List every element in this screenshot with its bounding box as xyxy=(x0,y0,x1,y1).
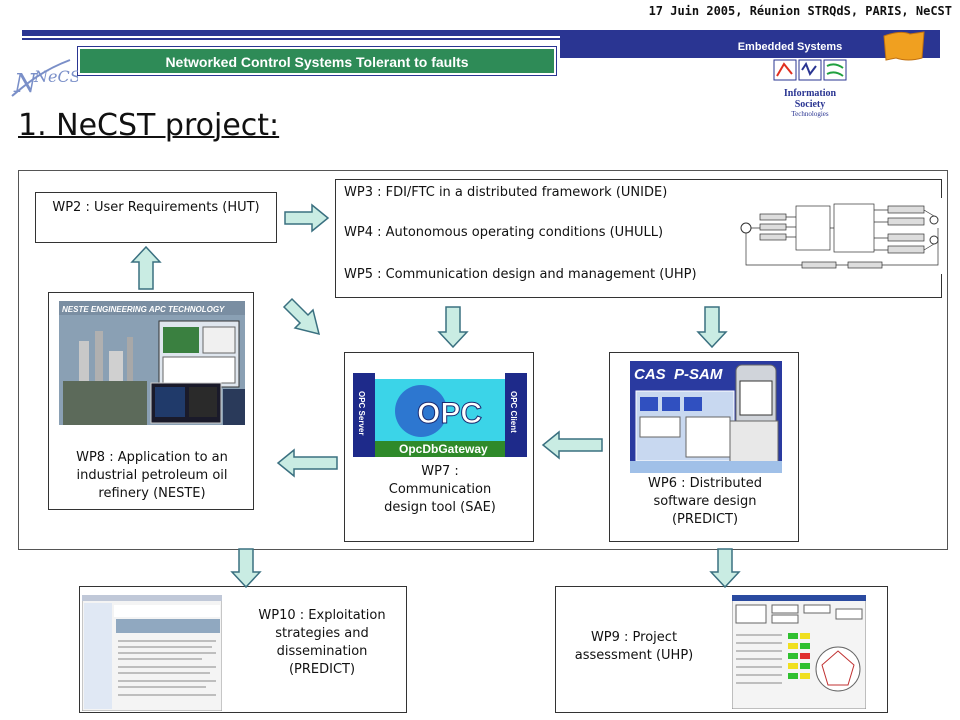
wp10-line-1: WP10 : Exploitation xyxy=(258,608,386,623)
ist-logo: Information Society Technologies xyxy=(770,58,850,118)
arrow-diagonal-to-wp7 xyxy=(282,297,321,336)
wp6-line-3: (PREDICT) xyxy=(671,512,739,527)
header-band xyxy=(22,30,940,36)
project-title-bar: Networked Control Systems Tolerant to fa… xyxy=(77,46,557,76)
wp9-line-2: assessment (UHP) xyxy=(574,648,694,663)
wp8-label: WP8 : Application to an industrial petro… xyxy=(49,449,255,503)
wp6-line-1: WP6 : Distributed xyxy=(648,476,762,491)
header-thin-band xyxy=(22,38,562,40)
wp7-line-3: design tool (SAE) xyxy=(384,500,496,515)
arrow-right-wp2-to-wp3 xyxy=(284,203,330,233)
arrow-down-to-wp10 xyxy=(230,548,262,588)
wp7-box: OPC Server OPC Client OPC OpcDbGateway W… xyxy=(344,352,534,542)
refinery-image: NESTE ENGINEERING APC TECHNOLOGY xyxy=(59,301,245,425)
svg-text:OPC: OPC xyxy=(417,397,482,430)
arrow-left-wp6-to-wp7 xyxy=(541,430,603,460)
wp8-box: NESTE ENGINEERING APC TECHNOLOGY WP8 : A… xyxy=(48,292,254,510)
arrow-left-wp7-to-wp8 xyxy=(276,448,338,478)
eu-flag-icon xyxy=(883,31,925,61)
ist-logo-text: Information Society xyxy=(783,88,837,110)
wp8-line-2: industrial petroleum oil xyxy=(76,468,228,483)
header-right-band xyxy=(560,36,940,58)
wp10-box: WP10 : Exploitation strategies and disse… xyxy=(79,586,407,713)
website-screenshot-image xyxy=(82,595,222,711)
wp3-label: WP3 : FDI/FTC in a distributed framework… xyxy=(344,185,668,200)
svg-text:NeCST: NeCST xyxy=(33,67,78,86)
arrow-up-wp8-to-wp2 xyxy=(130,246,162,290)
wp7-line-2: Communication xyxy=(388,482,492,497)
wp6-line-2: software design xyxy=(653,494,757,509)
arrow-down-wp345-to-wp6 xyxy=(696,306,728,348)
arrow-down-wp345-to-wp7 xyxy=(437,306,469,348)
wp6-box: CAS P-SAM WP6 : Distributed software des… xyxy=(609,352,799,542)
arrow-down-to-wp9 xyxy=(709,548,741,588)
wp7-line-1: WP7 : xyxy=(421,464,459,479)
section-heading: 1. NeCST project: xyxy=(18,108,280,143)
wp4-label: WP4 : Autonomous operating conditions (U… xyxy=(344,225,664,240)
wp10-label: WP10 : Exploitation strategies and disse… xyxy=(240,607,404,679)
embedded-systems-label: Embedded Systems xyxy=(737,41,843,53)
wp7-label: WP7 : Communication design tool (SAE) xyxy=(345,463,535,517)
svg-text:P-SAM: P-SAM xyxy=(674,366,723,383)
wp9-line-1: WP9 : Project xyxy=(590,630,678,645)
necst-logo-icon: N NeCST xyxy=(11,59,78,99)
wp2-box: WP2 : User Requirements (HUT) xyxy=(35,192,277,243)
svg-text:OpcDbGateway: OpcDbGateway xyxy=(399,442,488,456)
ist-logo-subtext: Technologies xyxy=(791,110,829,118)
wp345-box: WP3 : FDI/FTC in a distributed framework… xyxy=(335,179,942,298)
wp9-box: WP9 : Project assessment (UHP) xyxy=(555,586,888,713)
wp8-line-1: WP8 : Application to an xyxy=(76,450,228,465)
wp8-line-3: refinery (NESTE) xyxy=(98,486,206,501)
wp10-line-3: dissemination xyxy=(276,644,368,659)
svg-text:CAS: CAS xyxy=(634,366,666,383)
opc-image: OPC Server OPC Client OPC OpcDbGateway xyxy=(351,369,529,461)
svg-text:OPC Server: OPC Server xyxy=(357,391,366,435)
svg-text:NESTE ENGINEERING APC TECHNOLO: NESTE ENGINEERING APC TECHNOLOGY xyxy=(62,305,225,314)
assessment-tool-image xyxy=(732,595,866,709)
casip-psam-image: CAS P-SAM xyxy=(630,361,782,473)
wp2-label: WP2 : User Requirements (HUT) xyxy=(52,200,260,215)
wp5-label: WP5 : Communication design and managemen… xyxy=(344,267,697,282)
svg-text:OPC Client: OPC Client xyxy=(509,391,518,433)
wp10-line-4: (PREDICT) xyxy=(288,662,356,677)
svg-text:N: N xyxy=(13,69,38,99)
block-diagram-icon xyxy=(738,198,942,274)
ist-logo-icon xyxy=(773,59,847,81)
wp6-label: WP6 : Distributed software design (PREDI… xyxy=(610,475,800,529)
wp9-label: WP9 : Project assessment (UHP) xyxy=(560,629,708,665)
header-date: 17 Juin 2005, Réunion STRQdS, PARIS, NeC… xyxy=(648,4,952,18)
wp10-line-2: strategies and xyxy=(275,626,369,641)
